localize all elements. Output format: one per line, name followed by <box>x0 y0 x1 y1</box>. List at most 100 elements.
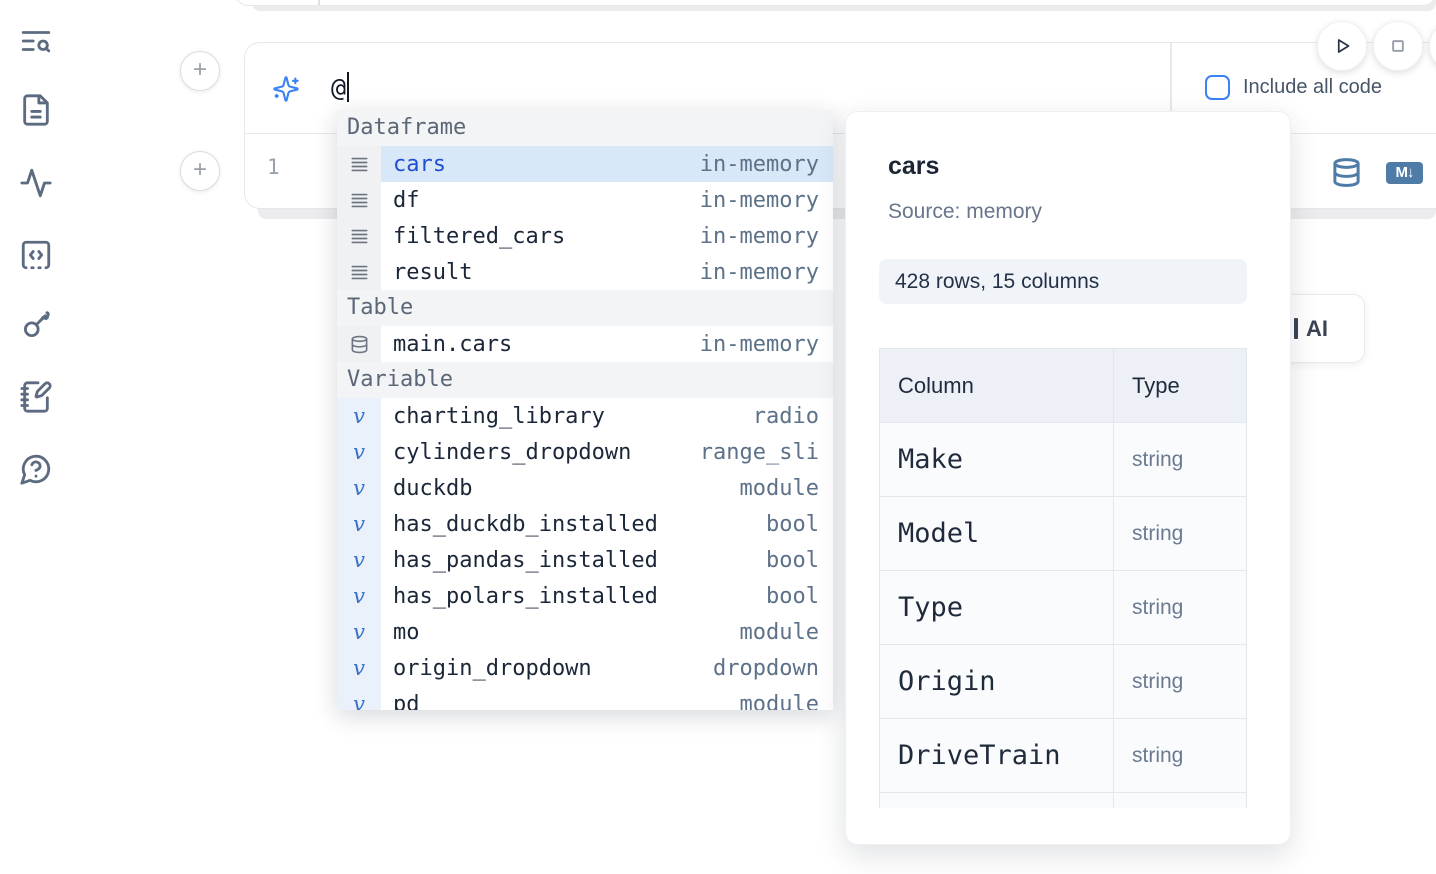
ai-sparkle-icon <box>272 75 300 103</box>
stop-icon <box>1392 40 1404 52</box>
autocomplete-item-filtered-cars[interactable]: filtered_cars in-memory <box>337 218 833 254</box>
help-icon[interactable] <box>19 452 53 486</box>
schema-column-name: Origin <box>879 644 1114 719</box>
variable-icon: v <box>353 475 365 500</box>
completion-detail: in-memory <box>699 151 819 177</box>
ai-row-divider <box>1170 43 1172 132</box>
play-icon <box>1337 39 1350 53</box>
completion-detail: bool <box>766 583 819 609</box>
key-icon[interactable] <box>19 308 53 342</box>
completion-name: df <box>393 187 420 213</box>
completion-detail: radio <box>752 403 819 429</box>
completion-detail: range_sli <box>699 439 819 465</box>
autocomplete-item-result[interactable]: result in-memory <box>337 254 833 290</box>
completion-name: charting_library <box>393 403 605 429</box>
variable-icon: v <box>353 583 365 608</box>
dataframe-preview-panel: cars Source: memory 428 rows, 15 columns… <box>845 111 1291 845</box>
schema-column-name: Model <box>879 496 1114 571</box>
previous-cell-bottom-edge <box>233 0 1436 6</box>
schema-column-type <box>1113 792 1247 808</box>
add-cell-above-button[interactable]: + <box>180 51 220 91</box>
ai-prompt-row: @ Include all code <box>245 43 1436 134</box>
variable-icon: v <box>353 619 365 644</box>
completion-detail: module <box>739 619 819 645</box>
completion-detail: dropdown <box>713 655 819 681</box>
completion-detail: in-memory <box>699 187 819 213</box>
completion-name: mo <box>393 619 420 645</box>
completion-name: has_pandas_installed <box>393 547 658 573</box>
autocomplete-item-has-polars-installed[interactable]: v has_polars_installed bool <box>337 578 833 614</box>
completion-name: cylinders_dropdown <box>393 439 632 465</box>
toc-search-icon[interactable] <box>19 24 53 58</box>
completion-name: has_polars_installed <box>393 583 658 609</box>
variable-icon: v <box>353 547 365 572</box>
variable-icon: v <box>353 655 365 680</box>
completion-detail: module <box>739 691 819 711</box>
autocomplete-section-header: Variable <box>337 362 833 398</box>
autocomplete-item-pd[interactable]: v pd module <box>337 686 833 710</box>
variable-icon: v <box>353 439 365 464</box>
completion-name: main.cars <box>393 331 513 357</box>
database-action-icon[interactable] <box>1331 157 1362 188</box>
autocomplete-item-df[interactable]: df in-memory <box>337 182 833 218</box>
completion-name: has_duckdb_installed <box>393 511 658 537</box>
code-editor-row[interactable]: 1 M↓ <box>245 134 1436 208</box>
stop-cell-button[interactable] <box>1373 21 1423 71</box>
database-icon <box>350 335 369 354</box>
ai-prompt-input[interactable]: @ <box>331 72 350 102</box>
completion-detail: in-memory <box>699 223 819 249</box>
autocomplete-item-mo[interactable]: v mo module <box>337 614 833 650</box>
rows-icon <box>350 155 369 174</box>
schema-column-name: Make <box>879 422 1114 497</box>
markdown-export-icon[interactable]: M↓ <box>1386 161 1423 184</box>
code-cell-icon[interactable] <box>19 238 53 272</box>
previous-cell-gutter-divider <box>318 0 320 5</box>
scratchpad-icon[interactable] <box>19 380 53 414</box>
clipped-letter <box>1294 318 1298 339</box>
preview-shape-badge: 428 rows, 15 columns <box>879 259 1247 304</box>
text-cursor <box>347 72 350 102</box>
schema-column-name <box>879 792 1114 808</box>
completion-name: result <box>393 259 473 285</box>
run-cell-button[interactable] <box>1317 21 1367 71</box>
autocomplete-section-header: Dataframe <box>337 110 833 146</box>
autocomplete-item-main-cars[interactable]: main.cars in-memory <box>337 326 833 362</box>
variable-icon: v <box>353 691 365 710</box>
include-all-code-control[interactable]: Include all code <box>1205 75 1382 100</box>
preview-source: Source: memory <box>888 200 1043 223</box>
rows-icon <box>350 191 369 210</box>
completion-name: duckdb <box>393 475 473 501</box>
completion-name: pd <box>393 691 420 711</box>
completion-name: filtered_cars <box>393 223 566 249</box>
autocomplete-item-cylinders-dropdown[interactable]: v cylinders_dropdown range_sli <box>337 434 833 470</box>
autocomplete-item-duckdb[interactable]: v duckdb module <box>337 470 833 506</box>
cell-actions: M↓ <box>1331 157 1423 188</box>
file-icon[interactable] <box>19 93 53 127</box>
ai-button-label: AI <box>1306 315 1328 341</box>
completion-detail: module <box>739 475 819 501</box>
preview-title: cars <box>888 152 940 180</box>
activity-icon[interactable] <box>19 166 53 200</box>
rows-icon <box>350 263 369 282</box>
completion-detail: bool <box>766 511 819 537</box>
schema-column-name: DriveTrain <box>879 718 1114 793</box>
include-all-code-label: Include all code <box>1243 76 1382 98</box>
completion-detail: in-memory <box>699 259 819 285</box>
include-all-code-checkbox[interactable] <box>1205 75 1230 100</box>
schema-column-type: string <box>1113 644 1247 719</box>
add-cell-below-button[interactable]: + <box>180 151 220 191</box>
completion-detail: in-memory <box>699 331 819 357</box>
schema-row <box>879 792 1247 808</box>
